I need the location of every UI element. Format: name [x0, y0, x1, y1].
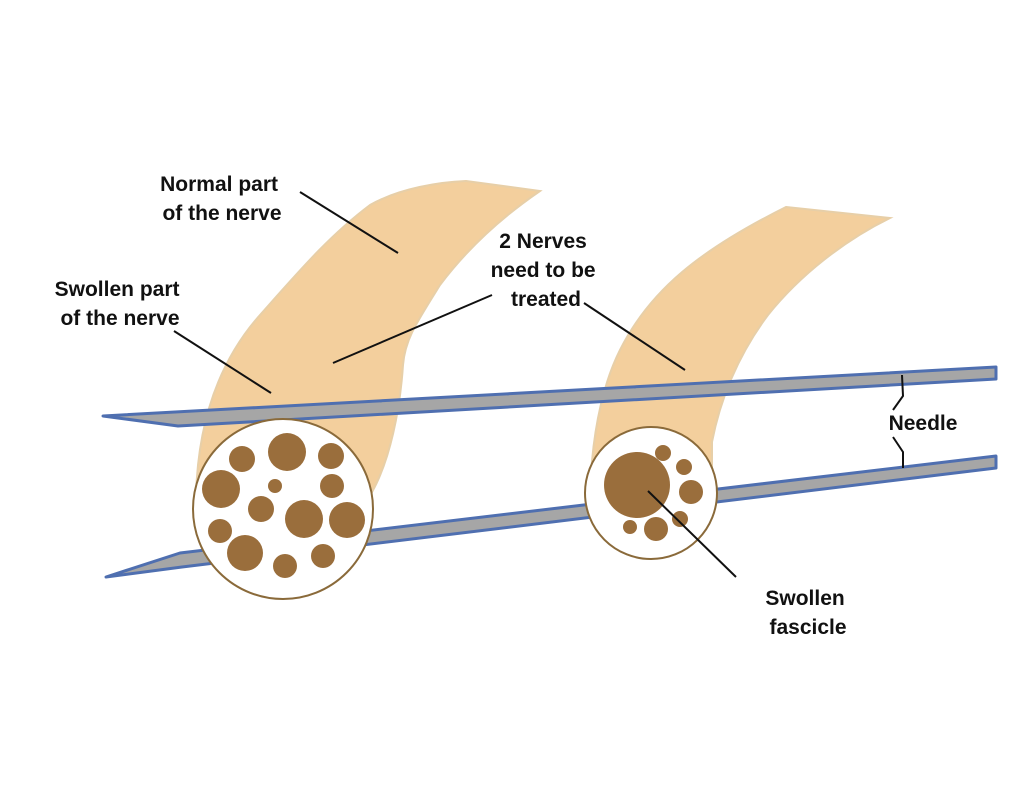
label-swollen-part-line2: of the nerve [60, 307, 179, 330]
fascicle [268, 433, 306, 471]
fascicle [248, 496, 274, 522]
label-needle: Needle [889, 412, 958, 435]
leader-swollen-fascicle [647, 490, 737, 578]
leader-needle-upper [892, 374, 905, 411]
leader-needle-lower [892, 436, 904, 468]
label-normal-part-line2: of the nerve [162, 202, 281, 225]
label-normal-part-line1: Normal part [160, 173, 278, 196]
fascicle [679, 480, 703, 504]
fascicle [202, 470, 240, 508]
label-swollen-part-line1: Swollen part [55, 278, 180, 301]
fascicle [329, 502, 365, 538]
label-swollen-part: Swollen part of the nerve [55, 278, 186, 330]
label-swollen-fascicle: Swollen fascicle [765, 587, 850, 639]
left-cross-section [192, 418, 374, 600]
fascicle [208, 519, 232, 543]
upper-needle [101, 365, 998, 428]
swollen-fascicle [604, 452, 670, 518]
fascicle [273, 554, 297, 578]
fascicle [285, 500, 323, 538]
fascicle [623, 520, 637, 534]
fascicle [227, 535, 263, 571]
leader-two-nerves-right [583, 302, 686, 371]
fascicle [311, 544, 335, 568]
fascicle [655, 445, 671, 461]
label-swollen-fascicle-line2: fascicle [769, 616, 846, 639]
leader-two-nerves-left [332, 294, 493, 364]
label-two-nerves-line1: 2 Nerves [499, 230, 587, 253]
fascicle [229, 446, 255, 472]
fascicle [644, 517, 668, 541]
fascicle [268, 479, 282, 493]
fascicle [320, 474, 344, 498]
label-normal-part: Normal part of the nerve [160, 173, 284, 225]
right-fascicles [604, 445, 703, 541]
left-fascicles [202, 433, 365, 578]
label-two-nerves-line2: need to be [491, 259, 596, 282]
fascicle [318, 443, 344, 469]
leader-normal-part [299, 191, 399, 254]
label-two-nerves-line3: treated [511, 288, 581, 311]
fascicle [676, 459, 692, 475]
label-swollen-fascicle-line1: Swollen [765, 587, 844, 610]
leader-swollen-part [173, 330, 272, 394]
label-two-nerves: 2 Nerves need to be treated [491, 230, 602, 311]
fascicle [672, 511, 688, 527]
